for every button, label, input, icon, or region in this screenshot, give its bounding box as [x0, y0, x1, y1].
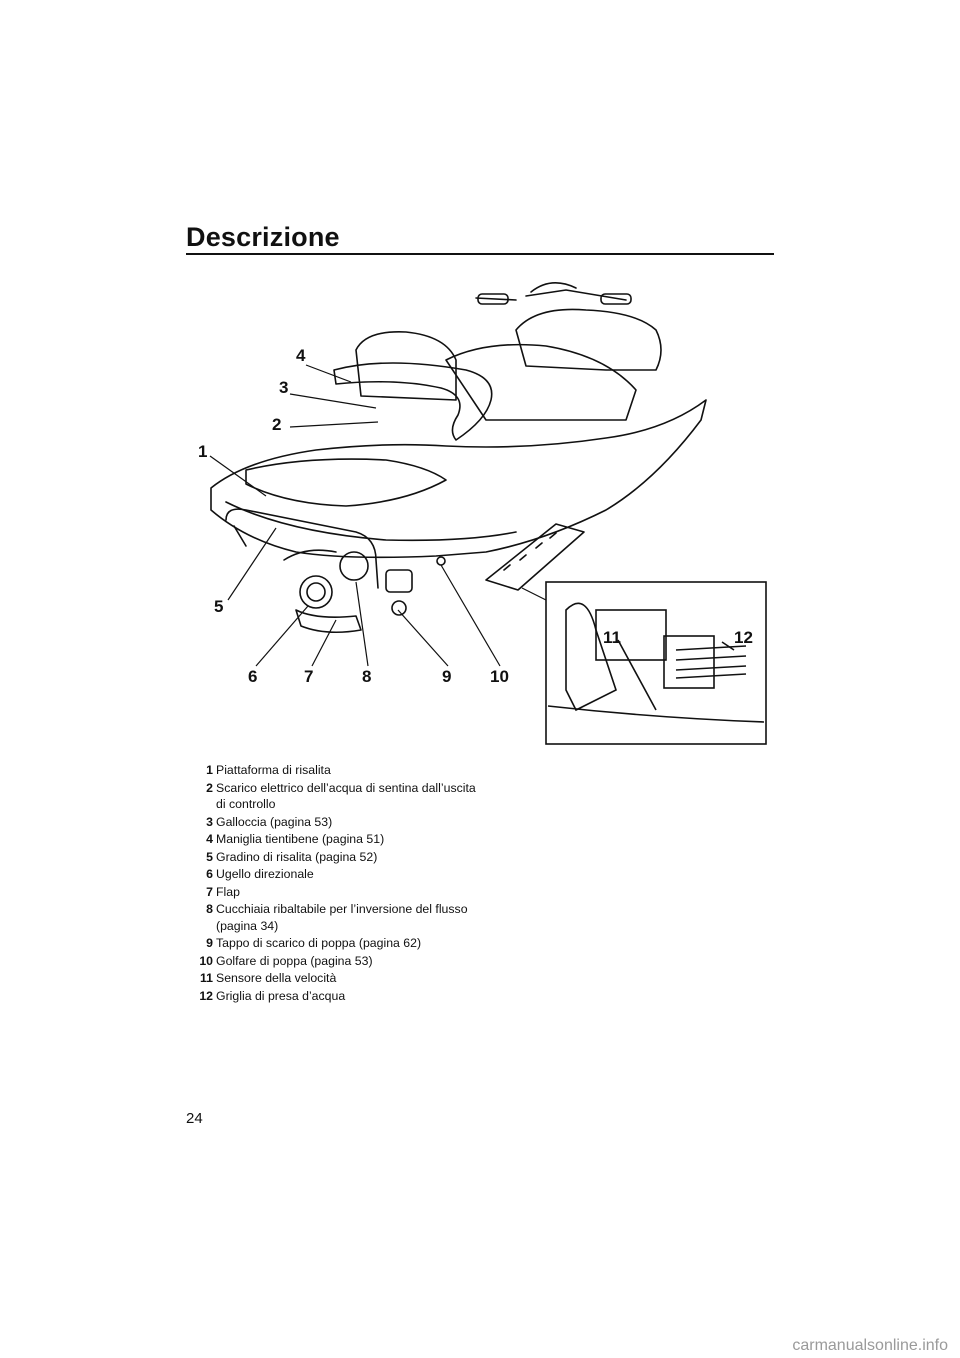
legend-label: Ugello direzionale	[216, 867, 314, 881]
legend-number: 2	[206, 780, 213, 795]
legend-item: 6 Ugello direzionale	[186, 866, 486, 883]
callout-4: 4	[296, 346, 306, 365]
legend-label: Sensore della velocità	[216, 971, 337, 985]
legend-label: Gradino di risalita (pagina 52)	[216, 849, 378, 864]
legend-label: Maniglia tientibene (pagina 51)	[216, 832, 385, 846]
legend-item: 9 Tappo di scarico di poppa (pagina 62)	[186, 935, 486, 952]
callout-8: 8	[362, 667, 371, 686]
legend-label: Cucchiaia ribaltabile per l’inversione d…	[216, 902, 468, 933]
legend-label: Tappo di scarico di poppa (pagina 62)	[216, 936, 422, 950]
callout-12: 12	[734, 628, 753, 647]
legend-item: 3 Galloccia (pagina 53)	[186, 814, 486, 831]
legend-number: 10	[199, 953, 213, 968]
legend-number: 4	[206, 832, 213, 846]
page-title: Descrizione	[186, 222, 340, 252]
callout-7: 7	[304, 667, 313, 686]
callout-2: 2	[272, 415, 281, 434]
legend-item: 12 Griglia di presa d’acqua	[186, 988, 486, 1005]
title-divider	[186, 253, 774, 255]
legend-item: 10 Golfare di poppa (pagina 53)	[186, 953, 486, 970]
legend-item: 11 Sensore della velocità	[186, 970, 486, 987]
watercraft-illustration: 4 3 2 1 5 6 7 8 9 10 11 12	[198, 282, 767, 745]
legend-number: 8	[206, 902, 213, 916]
site-watermark: carmanualsonline.info	[792, 1337, 948, 1354]
callout-11: 11	[603, 628, 621, 647]
legend-label: Flap	[216, 884, 240, 899]
callout-3: 3	[279, 378, 288, 397]
legend-label: Golfare di poppa (pagina 53)	[216, 953, 373, 968]
legend-number: 3	[206, 814, 213, 829]
legend-number: 1	[206, 763, 213, 777]
callout-1: 1	[198, 442, 207, 461]
legend-item: 8 Cucchiaia ribaltabile per l’inversione…	[186, 901, 486, 934]
legend-label: Scarico elettrico dell’acqua di sentina …	[216, 780, 476, 812]
legend-item: 1 Piattaforma di risalita	[186, 762, 486, 779]
parts-legend: 1 Piattaforma di risalita 2 Scarico elet…	[186, 762, 486, 1005]
legend-label: Galloccia (pagina 53)	[216, 814, 333, 829]
page-number: 24	[186, 1110, 203, 1127]
callout-6: 6	[248, 667, 257, 686]
legend-item: 5 Gradino di risalita (pagina 52)	[186, 849, 486, 866]
legend-number: 11	[200, 971, 213, 985]
legend-number: 7	[206, 884, 213, 899]
legend-label: Piattaforma di risalita	[216, 763, 331, 777]
legend-item: 7 Flap	[186, 884, 486, 901]
callout-5: 5	[214, 597, 223, 616]
legend-number: 12	[199, 988, 213, 1003]
legend-item: 2 Scarico elettrico dell’acqua di sentin…	[186, 780, 486, 813]
legend-number: 6	[206, 867, 213, 881]
legend-number: 5	[206, 849, 213, 864]
legend-label: Griglia di presa d’acqua	[216, 988, 346, 1003]
legend-item: 4 Maniglia tientibene (pagina 51)	[186, 831, 486, 848]
callout-9: 9	[442, 667, 451, 686]
callout-10: 10	[490, 667, 509, 686]
legend-number: 9	[206, 936, 213, 950]
